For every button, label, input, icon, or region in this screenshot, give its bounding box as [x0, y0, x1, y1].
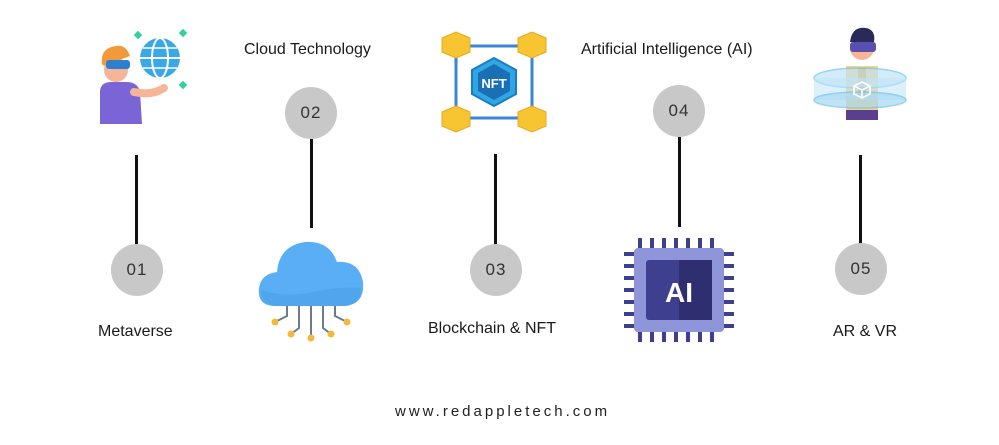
ai-chip-icon: AI — [624, 236, 734, 344]
nft-icon-text: NFT — [481, 76, 506, 91]
step-label: Cloud Technology — [244, 41, 371, 58]
step-number-badge: 02 — [285, 87, 337, 139]
website-url: www.redappletech.com — [395, 403, 611, 420]
step-number-badge: 05 — [835, 243, 887, 295]
step-number-badge: 01 — [111, 244, 163, 296]
connector-line — [310, 139, 313, 228]
cloud-icon — [255, 228, 367, 343]
step-label: Metaverse — [98, 323, 173, 340]
step-number-badge: 04 — [653, 85, 705, 137]
connector-line — [678, 137, 681, 227]
vr-headset-icon — [810, 22, 910, 124]
step-number-badge: 03 — [470, 244, 522, 296]
metaverse-icon — [82, 26, 192, 126]
step-label: Artificial Intelligence (AI) — [581, 41, 753, 58]
ai-icon-text: AI — [665, 277, 693, 308]
connector-line — [859, 155, 862, 244]
nft-blockchain-icon: NFT — [438, 28, 550, 136]
step-label: Blockchain & NFT — [428, 320, 557, 337]
connector-line — [494, 154, 497, 245]
step-label: AR & VR — [833, 323, 898, 340]
connector-line — [135, 155, 138, 245]
